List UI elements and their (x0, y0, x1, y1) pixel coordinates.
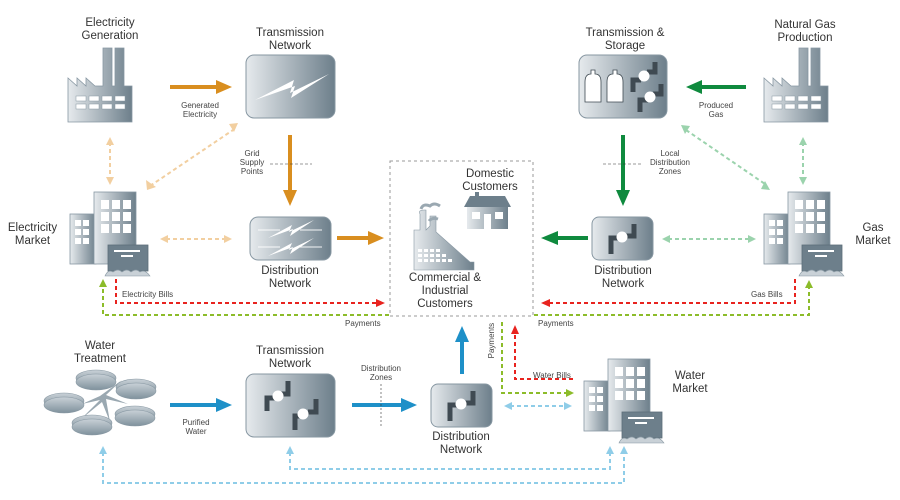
electricity-distribution-label: Distribution Network (261, 265, 319, 291)
water-payments-line (501, 322, 567, 394)
gas-bills-label: Gas Bills (751, 290, 783, 299)
grid-supply-points-label: Grid Supply Points (239, 149, 265, 177)
produced-gas-arrow (686, 80, 746, 94)
water-market-label: Water Market (672, 370, 708, 396)
water-transmission-label: Transmission Network (256, 345, 324, 371)
water-info-links (102, 405, 625, 484)
electricity-market-icon (69, 191, 151, 277)
gas-market-icon (763, 191, 845, 277)
water-bills-arrowhead (511, 325, 519, 334)
local-distribution-arrow (603, 135, 643, 206)
domestic-customers-label: Domestic Customers (462, 168, 518, 194)
electricity-payments-arrowhead (99, 279, 107, 287)
water-market-icon (583, 358, 665, 444)
water-bills-label: Water Bills (533, 371, 571, 380)
electricity-bills-arrowhead (376, 299, 385, 307)
gas-payments-arrowhead (805, 280, 813, 288)
electricity-payments-label: Payments (345, 319, 381, 328)
water-distribution-label: Distribution Network (432, 431, 490, 457)
local-distribution-zones-label: Local Distribution Zones (649, 149, 690, 177)
electricity-info-links (109, 129, 234, 240)
gas-info-arrowheads (662, 125, 807, 243)
water-treatment-icon (43, 369, 157, 436)
commercial-industrial-customers-icon (413, 202, 475, 271)
water-transmission-icon (245, 373, 336, 438)
distribution-zones-arrow (352, 384, 417, 426)
generated-electricity-arrow (170, 80, 232, 94)
gas-market-label: Gas Market (855, 222, 891, 248)
electricity-bills-line (115, 279, 378, 304)
distribution-zones-label: Distribution Zones (360, 364, 401, 383)
electricity-transmission-icon (245, 54, 336, 119)
gas-info-links (668, 129, 804, 240)
electricity-market-label: Electricity Market (7, 222, 58, 248)
water-info-arrowheads (99, 402, 628, 454)
gas-distribution-icon (591, 216, 654, 261)
gas-payments-line (534, 286, 810, 316)
electricity-generation-icon (67, 47, 133, 123)
water-bills-line (514, 333, 573, 380)
water-payments-arrowhead (566, 389, 574, 397)
electricity-distribution-icon (249, 216, 332, 261)
gas-bills-arrowhead (541, 299, 550, 307)
commercial-customers-label: Commercial & Industrial Customers (408, 272, 482, 311)
electricity-to-customers-arrow (337, 231, 384, 245)
customers-boundary (389, 160, 534, 317)
electricity-transmission-label: Transmission Network (256, 27, 324, 53)
water-distribution-icon (430, 383, 493, 428)
water-payments-label: Payments (487, 322, 497, 359)
electricity-info-arrowheads (106, 123, 238, 243)
gas-production-icon (763, 47, 829, 123)
gas-transmission-storage-label: Transmission & Storage (585, 27, 665, 53)
electricity-generation-label: Electricity Generation (81, 17, 139, 43)
grid-supply-arrow (270, 135, 312, 206)
purified-water-label: Purified Water (182, 418, 210, 437)
domestic-customers-icon (464, 192, 511, 229)
gas-distribution-label: Distribution Network (594, 265, 652, 291)
gas-transmission-storage-icon (578, 54, 668, 119)
gas-production-label: Natural Gas Production (774, 19, 836, 45)
produced-gas-label: Produced Gas (698, 101, 734, 120)
water-treatment-label: Water Treatment (74, 340, 126, 366)
purified-water-arrow (170, 398, 232, 412)
water-to-customers-arrow (455, 326, 469, 374)
gas-bills-line (548, 279, 796, 304)
electricity-bills-label: Electricity Bills (122, 290, 174, 299)
gas-payments-label: Payments (538, 319, 574, 328)
generated-electricity-label: Generated Electricity (181, 101, 219, 120)
gas-to-customers-arrow (541, 231, 588, 245)
